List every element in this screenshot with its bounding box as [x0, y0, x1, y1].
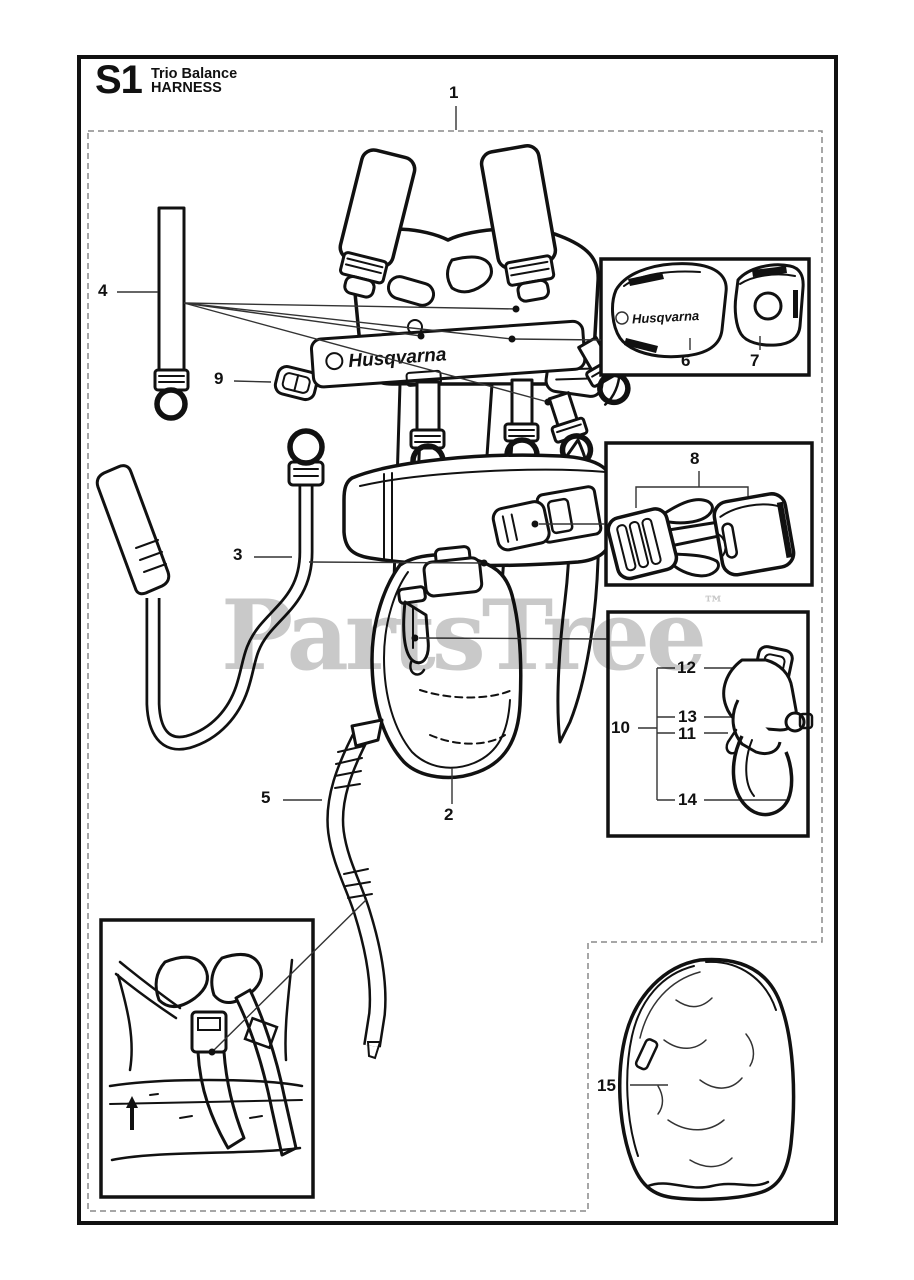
- callout-7[interactable]: 7: [750, 351, 760, 370]
- callout-3[interactable]: 3: [233, 545, 243, 564]
- hook-pin: [397, 585, 430, 676]
- callout-5[interactable]: 5: [261, 788, 271, 807]
- page-border: [77, 55, 838, 1225]
- buckle-female-part8: [712, 492, 796, 577]
- shoulder-pad-left: [338, 148, 417, 299]
- callout-14[interactable]: 14: [678, 790, 697, 809]
- hanging-strap-3: [547, 391, 594, 467]
- callout-15[interactable]: 15: [597, 1076, 616, 1095]
- section-name: HARNESS: [150, 79, 222, 96]
- part-5-strap-drawing: [326, 718, 387, 1060]
- harness-assembly-drawing: Husqvarna: [309, 144, 631, 780]
- diagram-title: Trio Balance HARNESS: [150, 66, 238, 96]
- callout-10[interactable]: 10: [611, 718, 630, 737]
- thigh-guard: [370, 545, 523, 780]
- waist-belt-buckle: [491, 485, 603, 552]
- brand-text-pad6: Husqvarna: [632, 308, 700, 326]
- hook-assembly: [722, 645, 814, 817]
- callout-4[interactable]: 4: [98, 281, 108, 300]
- callout-2[interactable]: 2: [444, 805, 454, 824]
- part-9-buckle-drawing: [273, 365, 319, 402]
- assembly-boundary: [87, 130, 823, 1212]
- section-code: S1: [95, 58, 143, 102]
- model-name: Trio Balance: [150, 66, 238, 82]
- pad-part7: [733, 263, 805, 347]
- diagram-header: S1 Trio Balance HARNESS: [95, 58, 238, 102]
- callout-11[interactable]: 11: [678, 724, 696, 743]
- part-4-strap-drawing: [153, 206, 190, 421]
- callout-9[interactable]: 9: [214, 369, 224, 388]
- hanging-strap-2: [503, 378, 540, 473]
- part-3-tube-drawing: [95, 428, 325, 751]
- callout-12[interactable]: 12: [677, 658, 696, 677]
- parts-box-6-7: Husqvarna: [599, 257, 811, 377]
- bag-part15-drawing: [618, 957, 796, 1202]
- parts-box-10-14: [606, 610, 814, 838]
- callout-6[interactable]: 6: [681, 351, 691, 370]
- callout-1[interactable]: 1: [449, 83, 459, 102]
- hip-pad-part6: Husqvarna: [611, 262, 728, 359]
- parts-box-8: [604, 441, 814, 587]
- callout-leader-lines: [117, 106, 668, 1086]
- callout-8[interactable]: 8: [690, 449, 700, 468]
- inset-detail-box: [99, 918, 315, 1199]
- callout-13[interactable]: 13: [678, 707, 697, 726]
- shoulder-pad-right: [479, 144, 558, 303]
